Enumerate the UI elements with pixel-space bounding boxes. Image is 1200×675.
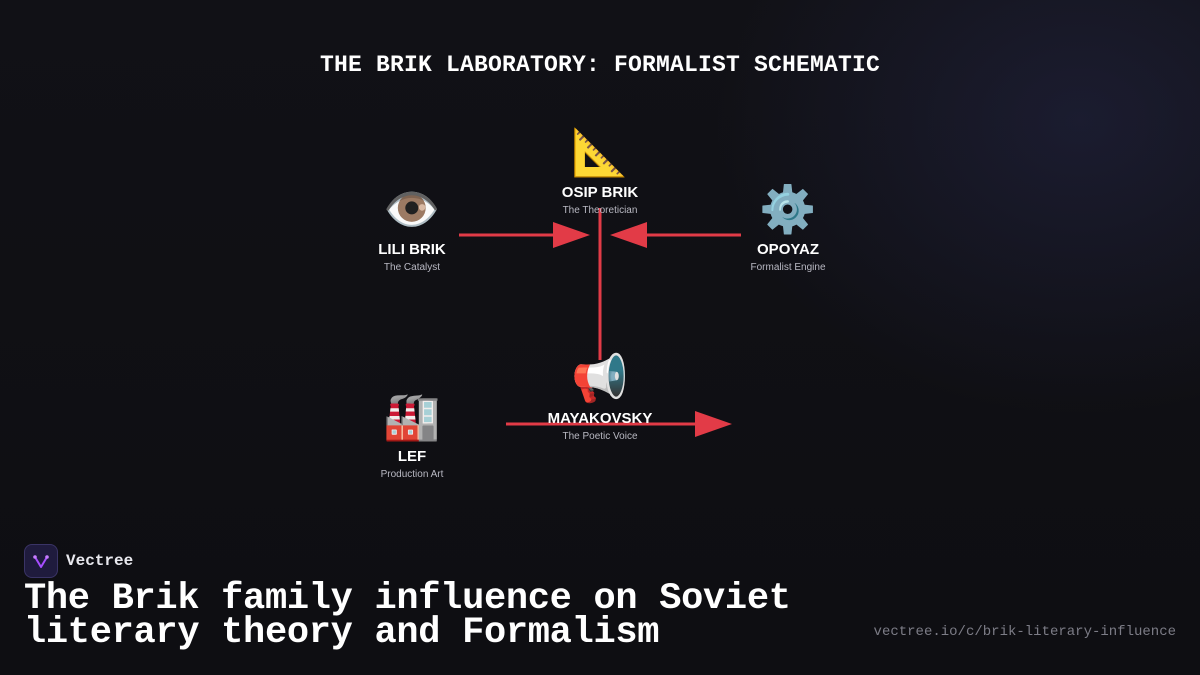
node-name: MAYAKOVSKY <box>547 410 653 427</box>
gear-icon: ⚙️ <box>759 182 817 236</box>
node-name: OSIP BRIK <box>561 184 639 201</box>
source-url[interactable]: vectree.io/c/brik-literary-influence <box>873 624 1176 640</box>
brand-name: Vectree <box>66 552 134 570</box>
eye-icon: 👁️ <box>383 182 441 236</box>
node-role: The Catalyst <box>383 262 441 273</box>
node-role: Production Art <box>380 469 444 480</box>
factory-icon: 🏭 <box>383 389 441 443</box>
vectree-logo-icon <box>24 544 58 578</box>
node-name: LILI BRIK <box>378 241 446 258</box>
diagram-title: THE BRIK LABORATORY: FORMALIST SCHEMATIC <box>319 52 881 78</box>
node-role: The Poetic Voice <box>562 431 638 442</box>
megaphone-icon: 📢 <box>571 351 629 405</box>
node-osip-brik[interactable]: 📐 OSIP BRIK The Theoretician <box>510 124 690 218</box>
brand[interactable]: Vectree <box>24 544 133 578</box>
node-mayakovsky[interactable]: 📢 MAYAKOVSKY The Poetic Voice <box>510 350 690 444</box>
node-opoyaz[interactable]: ⚙️ OPOYAZ Formalist Engine <box>698 181 878 275</box>
node-lef[interactable]: 🏭 LEF Production Art <box>322 388 502 482</box>
node-name: LEF <box>397 448 427 465</box>
node-lili-brik[interactable]: 👁️ LILI BRIK The Catalyst <box>322 181 502 275</box>
node-role: The Theoretician <box>562 205 638 216</box>
arrowhead-lili-to-osip <box>553 222 590 248</box>
triangular-ruler-icon: 📐 <box>571 125 629 179</box>
node-role: Formalist Engine <box>750 262 826 273</box>
headline: The Brik family influence on Soviet lite… <box>24 578 791 654</box>
arrowhead-opoyaz-to-osip <box>610 222 647 248</box>
arrowhead-lef-to-mayakovsky <box>695 411 732 437</box>
node-name: OPOYAZ <box>757 241 819 258</box>
